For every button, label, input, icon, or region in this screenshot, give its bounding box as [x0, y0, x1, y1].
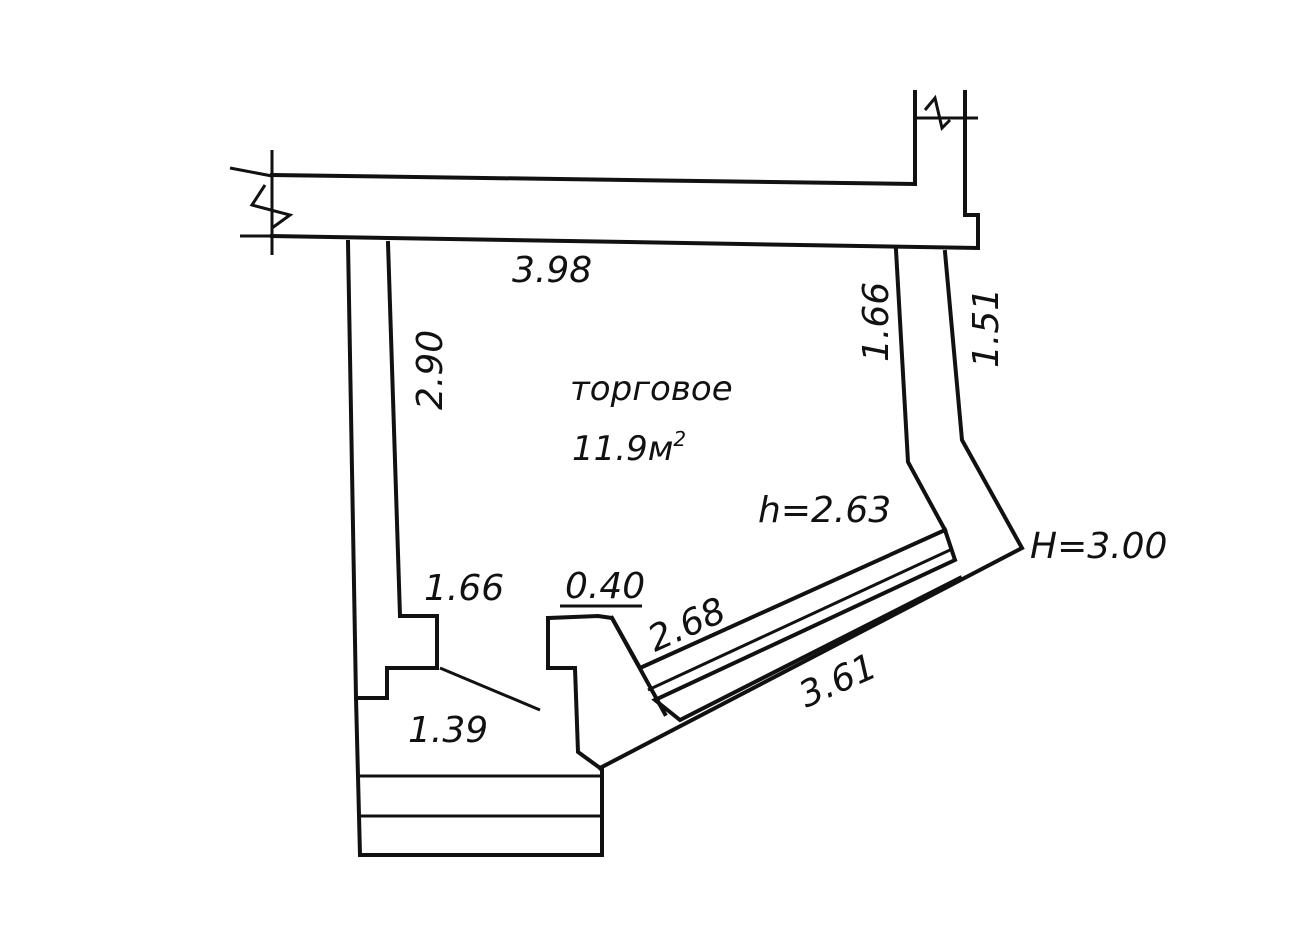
room-name: торговое	[570, 369, 733, 409]
door-jamb-dimension: 0.40	[565, 566, 645, 607]
right-outer-dimension: 1.51	[966, 288, 1007, 368]
room-area: 11.9м2	[572, 427, 686, 469]
left-bottom-dimension: 1.66	[424, 568, 504, 609]
door-jamb	[545, 613, 668, 771]
window-inner-dimension: 2.68	[642, 590, 732, 660]
room-area-value: 11.9м	[572, 429, 673, 469]
entrance-steps	[353, 695, 604, 857]
room-height: h=2.63	[758, 490, 891, 531]
vestibule-dimension: 1.39	[408, 710, 488, 751]
right-wall	[597, 247, 1025, 771]
door-swing	[439, 666, 541, 712]
top-wall-dimension: 3.98	[512, 250, 592, 291]
left-wall-dimension: 2.90	[410, 330, 451, 410]
outer-height: H=3.00	[1030, 526, 1167, 567]
room-area-superscript: 2	[673, 427, 686, 451]
upper-wall	[229, 90, 980, 255]
right-inner-dimension: 1.66	[856, 282, 897, 362]
left-wall	[345, 239, 439, 700]
